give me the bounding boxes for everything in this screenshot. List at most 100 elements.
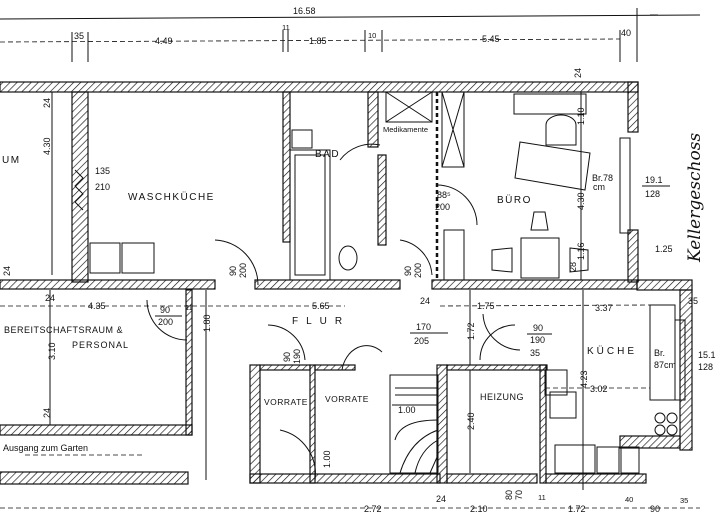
dim: 5.65: [312, 301, 330, 311]
staircase: [389, 374, 439, 474]
dim: 2.10: [470, 504, 488, 514]
room-label-bereitschaft: BEREITSCHAFTSRAUM &: [4, 325, 123, 335]
dim: 10: [368, 31, 376, 40]
dim: 90: [533, 323, 543, 333]
medicine-cabinet: [385, 91, 433, 123]
dim: 1.10: [576, 107, 586, 125]
dim: 88⁵: [437, 190, 451, 200]
room-label-flur: FLUR: [292, 316, 350, 327]
dim: 24: [42, 408, 52, 418]
dim: 200: [435, 202, 450, 212]
dim: 35: [530, 348, 540, 358]
dim: 40: [625, 495, 633, 504]
room-label-bad: BAD: [315, 149, 340, 160]
dim: 24: [420, 296, 430, 306]
dim: 205: [414, 336, 429, 346]
dim: cm: [593, 182, 605, 192]
dim: 1.72: [466, 322, 476, 340]
dimension-labels: 16.58 35 4.49 11 1.85 10 5.45 40 24 4.30…: [2, 6, 716, 514]
dim: 200: [413, 263, 423, 278]
dim: 190: [292, 349, 302, 364]
dim: 1.75: [477, 301, 495, 311]
room-label-partial: UM: [2, 155, 21, 166]
dim: 1.16: [576, 242, 586, 260]
dim: 80: [504, 490, 514, 500]
room-label-personal: PERSONAL: [72, 340, 129, 350]
dim: 2.72: [364, 504, 382, 514]
dim: 4.30: [576, 192, 586, 210]
dim: 170: [416, 322, 431, 332]
dimension-guides: [0, 92, 700, 509]
dim: 190: [530, 335, 545, 345]
toilet: [338, 245, 358, 271]
room-label-vorraete-2: VORRATE: [325, 394, 369, 404]
dim: 24: [2, 266, 12, 276]
room-label-buero: BÜRO: [497, 194, 532, 206]
dim: 90: [160, 305, 170, 315]
dim: 11: [538, 493, 546, 502]
dim: 135: [95, 166, 110, 176]
dim: 200: [238, 263, 248, 278]
dim: 11: [185, 303, 193, 312]
dim: 35: [74, 31, 84, 41]
chair: [530, 211, 549, 231]
dim: Br.78: [592, 173, 613, 183]
dim: 24: [42, 98, 52, 108]
dim: 24: [436, 494, 446, 504]
dim: 200: [158, 317, 173, 327]
sink: [291, 129, 313, 149]
fixtures: [74, 91, 686, 481]
dim: 90: [228, 266, 238, 276]
dim-total: 16.58: [293, 6, 316, 16]
dim: 4.23: [579, 370, 589, 388]
room-label-heizung: HEIZUNG: [480, 392, 524, 402]
dim: 90: [650, 504, 660, 514]
dim: 35: [680, 496, 688, 505]
dim: 4.30: [42, 137, 52, 155]
shelf: [513, 93, 587, 115]
dim: Br.: [654, 348, 665, 358]
washing-machine: [89, 242, 121, 274]
dim: 4.49: [155, 36, 173, 46]
window: [619, 137, 631, 234]
room-label-medikamente: Medikamente: [383, 125, 428, 134]
room-label-vorraete-1: VORRATE: [264, 397, 308, 407]
top-dimension-lines: [0, 8, 701, 62]
walls: [0, 81, 693, 485]
dim: 1.72: [568, 504, 586, 514]
label-ausgang-garten: Ausgang zum Garten: [3, 443, 88, 453]
chair: [545, 114, 577, 146]
dim: 28: [568, 262, 578, 272]
dim: 128: [698, 362, 713, 372]
dim: 1.00: [398, 405, 416, 415]
dim: 35: [688, 296, 698, 306]
dim: 87cm: [654, 360, 676, 370]
dim: 24: [45, 293, 55, 303]
dim: 15.1: [698, 350, 716, 360]
dim: 3.02: [590, 384, 608, 394]
desk: [514, 141, 591, 191]
dim: 4.35: [88, 301, 106, 311]
room-label-waschkueche: WASCHKÜCHE: [128, 191, 215, 203]
room-label-kueche: KÜCHE: [587, 345, 637, 357]
dim: 210: [95, 182, 110, 192]
dim: 2.40: [466, 412, 476, 430]
dim: 1.80: [202, 314, 212, 332]
dim: 5.45: [482, 34, 500, 44]
dim: 128: [645, 189, 660, 199]
bathtub: [289, 149, 331, 281]
plan-title: Kellergeschoss: [685, 133, 705, 263]
dim: 3.37: [595, 303, 613, 313]
dim: 19.1: [645, 175, 663, 185]
dim: 3.10: [47, 342, 57, 360]
dim: 90: [282, 352, 292, 362]
dim: 40: [621, 28, 631, 38]
dim: 90: [403, 266, 413, 276]
dim: 1.00: [322, 450, 332, 468]
dim: 11: [282, 23, 290, 32]
dim: 70: [514, 490, 524, 500]
table: [520, 237, 560, 279]
dim: 1.85: [309, 36, 327, 46]
dim: 1.25: [655, 244, 673, 254]
